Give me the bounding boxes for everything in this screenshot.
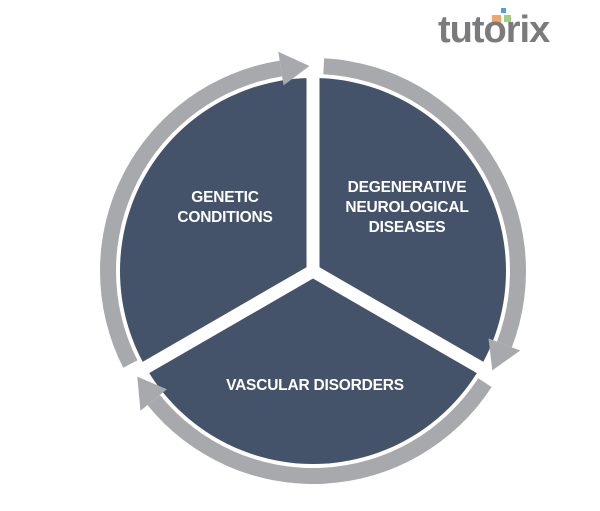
ring-arrow-bottom [147,378,492,484]
arrowhead-icon [488,338,521,371]
label-line: GENETIC [191,189,259,206]
label-line: NEUROLOGICAL [345,199,469,216]
tutorix-logo: tutorix [438,8,588,51]
separator-line [107,265,317,394]
label-line: CONDITIONS [177,209,273,226]
segment-label-genetic-conditions: GENETIC CONDITIONS [150,188,300,228]
logo-text: tutorix [438,9,550,51]
segment-label-vascular-disorders: VASCULAR DISORDERS [200,376,430,396]
segment-label-degenerative-neurological-diseases: DEGENERATIVE NEUROLOGICAL DISEASES [322,178,492,238]
arrowhead-icon [137,376,167,411]
ring-arrow-left [99,60,283,368]
logo-dots-icon [492,8,511,24]
label-line: DEGENERATIVE [347,179,467,196]
label-line: VASCULAR DISORDERS [226,377,404,394]
arrowhead-icon [278,51,310,86]
ring-arrow-right [323,58,526,348]
label-line: DISEASES [368,219,446,236]
separator-line [309,265,519,394]
